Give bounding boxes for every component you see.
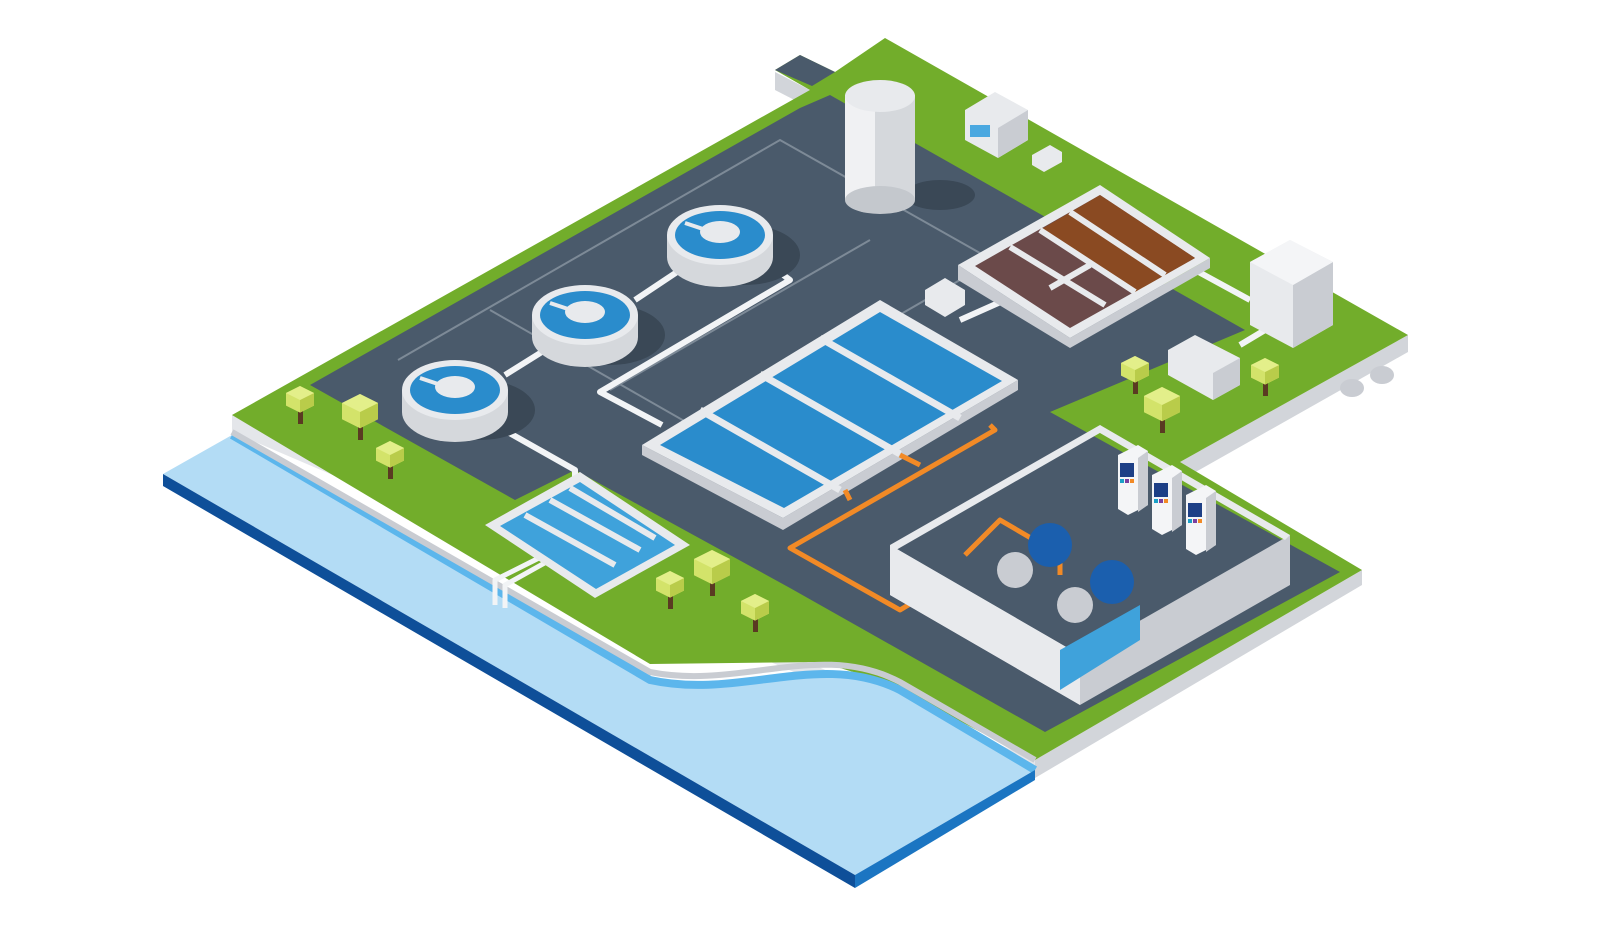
control-panel-1 — [1118, 445, 1148, 515]
tree — [694, 550, 730, 596]
aeration-basin — [642, 300, 1018, 530]
storage-silo — [845, 80, 975, 214]
office-building — [925, 92, 1062, 317]
clarifier-1 — [402, 360, 535, 442]
tree — [342, 394, 378, 440]
intake-settling-tank — [485, 472, 690, 598]
pump-house — [890, 425, 1290, 705]
power-building — [1168, 240, 1394, 400]
clarifier-2 — [532, 285, 665, 367]
access-road — [775, 55, 835, 86]
tree — [656, 571, 684, 609]
control-panel-2 — [1152, 465, 1182, 535]
pump-2 — [1057, 560, 1134, 623]
control-panel-3 — [1186, 485, 1216, 555]
trees — [286, 356, 1279, 632]
tree — [1144, 387, 1180, 433]
control-panels — [1118, 445, 1216, 555]
clarifier-3 — [667, 205, 800, 287]
tree — [286, 386, 314, 424]
tree — [376, 441, 404, 479]
pump-1 — [997, 523, 1072, 588]
clarifiers — [402, 205, 800, 442]
tree — [1251, 358, 1279, 396]
sludge-basin — [958, 185, 1210, 348]
river — [163, 429, 1038, 888]
tree — [1121, 356, 1149, 394]
tree — [741, 594, 769, 632]
